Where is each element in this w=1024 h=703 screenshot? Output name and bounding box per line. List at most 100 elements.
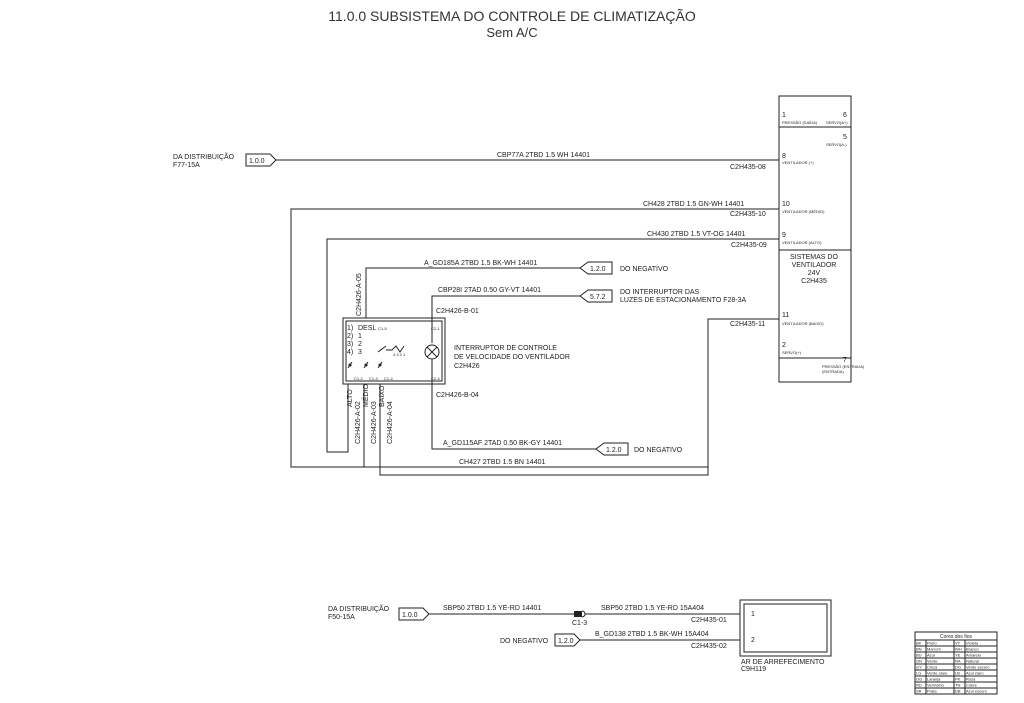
ref-dist-top-number: 1.0.0 [249, 158, 265, 165]
legend-cell: Laranja [927, 677, 941, 682]
module-pin-5-num: 5 [843, 134, 847, 141]
ref-neg1-number: 1.2.0 [590, 266, 606, 273]
legend-cell: BU [916, 653, 922, 658]
switch-desc-2: DE VELOCIDADE DO VENTILADOR [454, 354, 570, 361]
connector-c2h426-a-05: C2H426-A-05 [356, 273, 363, 316]
connector-c2h426-b-01: C2H426-B-01 [436, 308, 479, 315]
connector-c2h435-11: C2H435-11 [730, 321, 765, 328]
switch-idx-1: 1) [347, 325, 353, 332]
wire-a-gd185a: A_GD185A 2TBD 1.5 BK-WH 14401 [424, 260, 537, 267]
wire-a-gd115af: A_GD115AF 2TAD 0.50 BK-GY 14401 [443, 440, 562, 447]
legend-cell: GY [916, 665, 922, 670]
wire-sbp50-a: SBP50 2TBD 1.5 YE-RD 14401 [443, 605, 541, 612]
neg3-label: DO NEGATIVO [500, 638, 549, 645]
legend-cell: PK [955, 677, 961, 682]
cooler-component: 1 2 [739, 599, 832, 657]
wire-sbp50-b: SBP50 2TBD 1.5 YE-RD 15A404 [601, 605, 704, 612]
legend-cell: LG [916, 671, 921, 676]
module-pin-9-num: 9 [782, 232, 786, 239]
connector-c2h435-10: C2H435-10 [730, 211, 766, 218]
switch-idx-2: 2) [347, 333, 353, 340]
legend-cell: Verde claro [927, 671, 948, 676]
ref-arrow-int[interactable] [579, 289, 613, 303]
switch-term-c21: C2-1 [431, 326, 440, 331]
ref-int-label-2: LUZES DE ESTACIONAMENTO F28-3A [620, 297, 746, 304]
legend-cell: DG [955, 665, 961, 670]
switch-term-c24: C2-4 [431, 376, 440, 381]
module-pin-7-label-2: (ENTRADA) [822, 369, 844, 374]
switch-pos-3: 3 [358, 349, 362, 356]
ref-int-number: 5.7.2 [590, 294, 606, 301]
connector-c2h426-a-03: C2H426-A-03 [371, 401, 378, 444]
legend-cell: Preto [927, 641, 937, 646]
legend-cell: SR [916, 689, 922, 694]
legend-cell: Amarelo [966, 653, 982, 658]
dist-top-fuse: F77-15A [173, 162, 200, 169]
module-pin-8-label: VENTILADOR (+) [782, 160, 814, 165]
legend-cell: VT [955, 641, 961, 646]
legend-cell: YE [955, 653, 961, 658]
switch-term-c14: C1-4 [384, 376, 393, 381]
switch-desc-3: C2H426 [454, 363, 480, 370]
module-name-1: SISTEMAS DO [790, 254, 838, 261]
dist-bot-label: DA DISTRIBUIÇÃO [328, 604, 390, 613]
module-pin-7-label: PRESSÃO (ENTRADA) [822, 364, 865, 369]
legend-cell: Violeta [966, 641, 979, 646]
legend-cell: BK [916, 641, 922, 646]
wire-ch428: CH428 2TBD 1.5 GN-WH 14401 [643, 201, 744, 208]
switch-contact-icon [377, 345, 405, 353]
cooler-pin-1: 1 [751, 611, 755, 618]
legend-cell: BN [916, 647, 922, 652]
wire-b-gd138: B_GD138 2TBD 1.5 BK-WH 15A404 [595, 631, 709, 638]
wire-cbp28i: CBP28I 2TAD 0.50 GY-VT 14401 [438, 287, 541, 294]
dist-top-label: DA DISTRIBUIÇÃO [173, 152, 235, 161]
switch-pos-desl: DESL [358, 325, 376, 332]
module-pin-11-num: 11 [782, 312, 789, 319]
connector-c2h435-01: C2H435-01 [691, 617, 727, 624]
legend-cell: LB [955, 671, 960, 676]
module-pin-6-label: SERVO(A+) [826, 120, 848, 125]
legend-cell: Rosa [966, 677, 976, 682]
module-name-3: 24V [808, 270, 821, 277]
legend-cell: Azul escuro [966, 689, 988, 694]
page-subtitle: Sem A/C [486, 25, 538, 40]
cooler-code: C9H119 [741, 666, 766, 673]
module-pin-5-label: SERVO(A-) [826, 142, 847, 147]
cooler-pin-2: 2 [751, 637, 755, 644]
ref-arrow-neg-1[interactable] [579, 261, 613, 275]
module-name-2: VENTILADOR [792, 262, 837, 269]
module-pin-2-num: 2 [782, 342, 786, 349]
legend-cell: Cobre [966, 683, 978, 688]
legend-cell: Verde escuro [966, 665, 990, 670]
wire-cbp77a: CBP77A 2TBD 1.5 WH 14401 [497, 152, 590, 159]
legend-cell: WH [955, 647, 962, 652]
legend-cell: GN [916, 659, 922, 664]
legend-cell: NA [955, 659, 961, 664]
module-pin-6-num: 6 [843, 112, 847, 119]
legend-cell: Marrom [927, 647, 941, 652]
module-pin-9-label: VENTILADOR (ALTO) [782, 240, 822, 245]
ref-neg2-label: DO NEGATIVO [634, 447, 683, 454]
ref-arrow-neg-2[interactable] [595, 442, 629, 456]
module-pin-8-num: 8 [782, 153, 786, 160]
module-pin-7-num: 7 [843, 357, 847, 364]
switch-idx-4: 4) [347, 349, 353, 356]
ref-arrow-dist-bot[interactable] [398, 607, 430, 621]
switch-idx-3: 3) [347, 341, 353, 348]
module-name-4: C2H435 [801, 278, 827, 285]
module-pin-2-label: SERVO(+) [782, 350, 802, 355]
legend-cell: TN [955, 683, 960, 688]
legend-cell: Azul [927, 653, 935, 658]
wire-ch427: CH427 2TBD 1.5 BN 14401 [459, 459, 545, 466]
switch-term-c13: C1-3 [369, 376, 378, 381]
page-title: 11.0.0 SUBSISTEMA DO CONTROLE DE CLIMATI… [328, 8, 696, 24]
cooler-name: AR DE ARREFECIMENTO [741, 659, 825, 666]
module-pin-1-num: 1 [782, 112, 786, 119]
connector-c2h426-b-04: C2H426-B-04 [436, 392, 479, 399]
ref-neg3-number: 1.2.0 [558, 638, 574, 645]
ref-neg2-number: 1.2.0 [606, 447, 622, 454]
ref-arrow-dist-top[interactable] [245, 153, 277, 167]
ref-arrow-neg-3[interactable] [554, 633, 581, 647]
